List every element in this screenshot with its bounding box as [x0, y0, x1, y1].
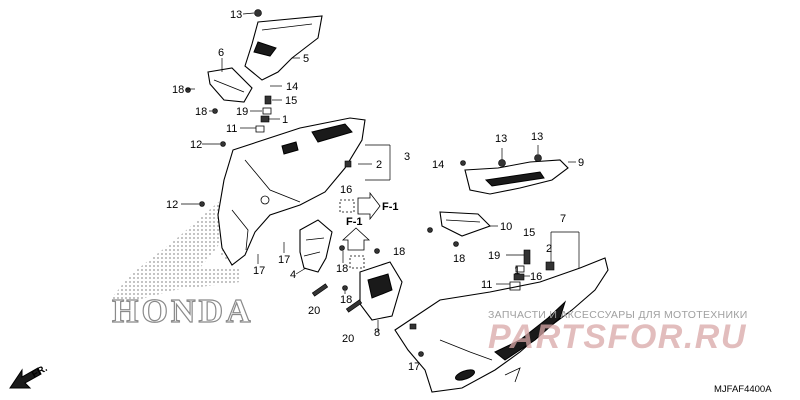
inner-cover-9	[460, 145, 576, 195]
bracket-10	[427, 211, 498, 247]
callout-7: 7	[560, 213, 566, 225]
section-ref-label-2: F-1	[346, 216, 363, 228]
callout-14b: 14	[432, 159, 444, 171]
callout-16b: 16	[530, 271, 542, 283]
shop-watermark-tagline: ЗАПЧАСТИ И АКСЕССУАРЫ ДЛЯ МОТОТЕХНИКИ	[488, 309, 748, 321]
front-arrow-label: FR.	[30, 363, 50, 381]
callout-9: 9	[578, 157, 584, 169]
screw-group-upper	[240, 85, 282, 133]
callout-11a: 11	[226, 123, 237, 135]
callout-1b: 1	[514, 265, 520, 277]
callout-12b: 12	[166, 199, 178, 211]
callout-5: 5	[303, 53, 309, 65]
upper-inner-cover	[242, 9, 323, 81]
section-ref-2	[341, 227, 371, 269]
callout-2b: 2	[546, 243, 552, 255]
callout-18e: 18	[340, 294, 352, 306]
callout-17c: 17	[408, 361, 420, 373]
section-ref-label-1: F-1	[382, 201, 399, 213]
leader-lines	[181, 88, 346, 294]
shop-watermark-logo: PARTSFOR.RU	[488, 318, 747, 356]
callout-10: 10	[500, 221, 512, 233]
callout-13b: 13	[495, 133, 507, 145]
callout-1a: 1	[282, 114, 288, 126]
callout-18f: 18	[453, 253, 465, 265]
bracket-4	[295, 219, 333, 297]
bracket-6	[185, 58, 253, 114]
callout-12a: 12	[190, 139, 202, 151]
callout-17a: 17	[253, 265, 265, 277]
callout-14a: 14	[286, 81, 298, 93]
callout-13c: 13	[531, 131, 543, 143]
callout-18a: 18	[172, 84, 184, 96]
callout-11b: 11	[481, 279, 492, 291]
callout-20b: 20	[342, 333, 354, 345]
callout-15a: 15	[285, 95, 297, 107]
callout-15b: 15	[523, 227, 535, 239]
side-cowl-left	[199, 117, 391, 266]
section-ref-1	[339, 191, 381, 221]
callout-13a: 13	[230, 9, 242, 21]
callout-18b: 18	[195, 106, 207, 118]
callout-17b: 17	[278, 254, 290, 266]
callout-19b: 19	[488, 250, 500, 262]
front-direction-arrow	[9, 367, 42, 389]
callout-labels: 13 5 6 14 18 15 18 19 1 11 12 3 2 16 12 …	[166, 9, 584, 373]
diagram-code: MJFAF4400A	[714, 384, 772, 395]
under-cowl	[394, 231, 609, 393]
callout-3: 3	[404, 151, 410, 163]
bracket-8	[339, 245, 403, 332]
callout-19a: 19	[236, 106, 248, 118]
callout-8: 8	[374, 327, 380, 339]
screw-group-lower	[496, 249, 555, 291]
callout-18d: 18	[393, 246, 405, 258]
callout-2a: 2	[376, 159, 382, 171]
callout-20a: 20	[308, 305, 320, 317]
callout-18c: 18	[336, 263, 348, 275]
callout-4: 4	[290, 269, 296, 281]
honda-brand-watermark: HONDA	[112, 293, 254, 330]
callout-6: 6	[218, 47, 224, 59]
callout-16a: 16	[340, 184, 352, 196]
